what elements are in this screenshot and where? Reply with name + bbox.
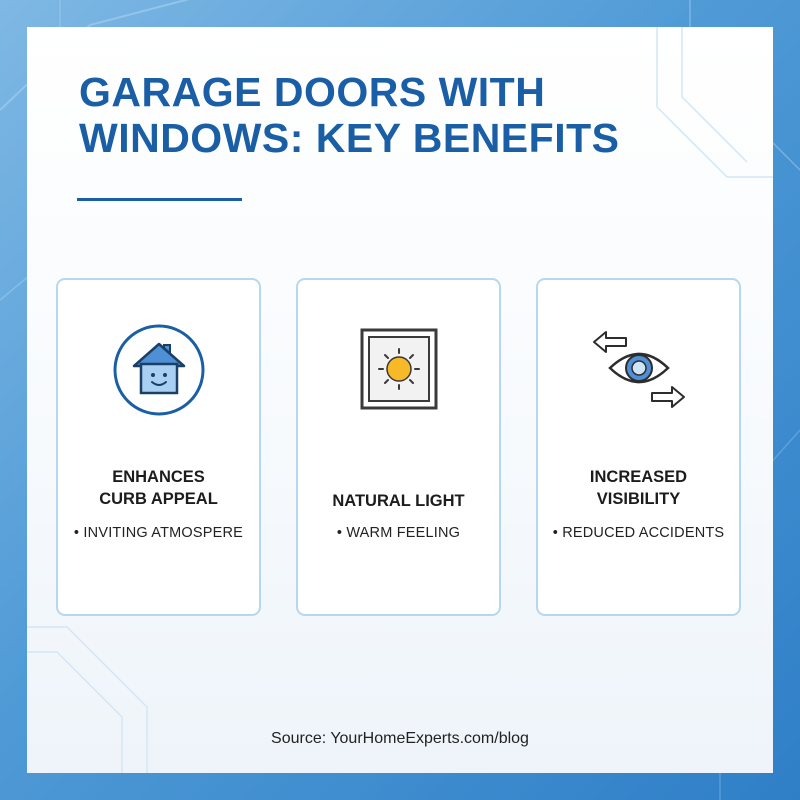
card-heading: INCREASED VISIBILITY <box>589 468 688 508</box>
card-bullet: • REDUCED ACCIDENTS <box>552 525 725 541</box>
title-line-2: WINDOWS: KEY BENEFITS <box>79 115 620 161</box>
window-sun-icon <box>360 328 437 410</box>
title-underline <box>77 198 242 201</box>
benefit-card-visibility: INCREASED VISIBILITY • REDUCED ACCIDENTS <box>536 278 741 616</box>
card-heading: ENHANCES CURB APPEAL <box>99 468 218 508</box>
panel-decoration <box>27 27 773 773</box>
benefit-card-natural-light: NATURAL LIGHT • WARM FEELING <box>296 278 501 616</box>
source-credit: Source: YourHomeExperts.com/blog <box>271 730 529 747</box>
infographic-panel: GARAGE DOORS WITH WINDOWS: KEY BENEFITS … <box>27 27 773 773</box>
card-heading: NATURAL LIGHT <box>332 492 465 510</box>
eye-arrows-icon <box>592 331 685 408</box>
benefit-card-curb-appeal: ENHANCES CURB APPEAL • INVITING ATMOSPER… <box>56 278 261 616</box>
page-title: GARAGE DOORS WITH WINDOWS: KEY BENEFITS <box>79 69 679 161</box>
card-bullet: • WARM FEELING <box>336 525 461 541</box>
card-bullet: • INVITING ATMOSPERE <box>73 525 244 541</box>
title-line-1: GARAGE DOORS WITH <box>79 69 546 115</box>
smiling-house-icon <box>113 324 204 416</box>
